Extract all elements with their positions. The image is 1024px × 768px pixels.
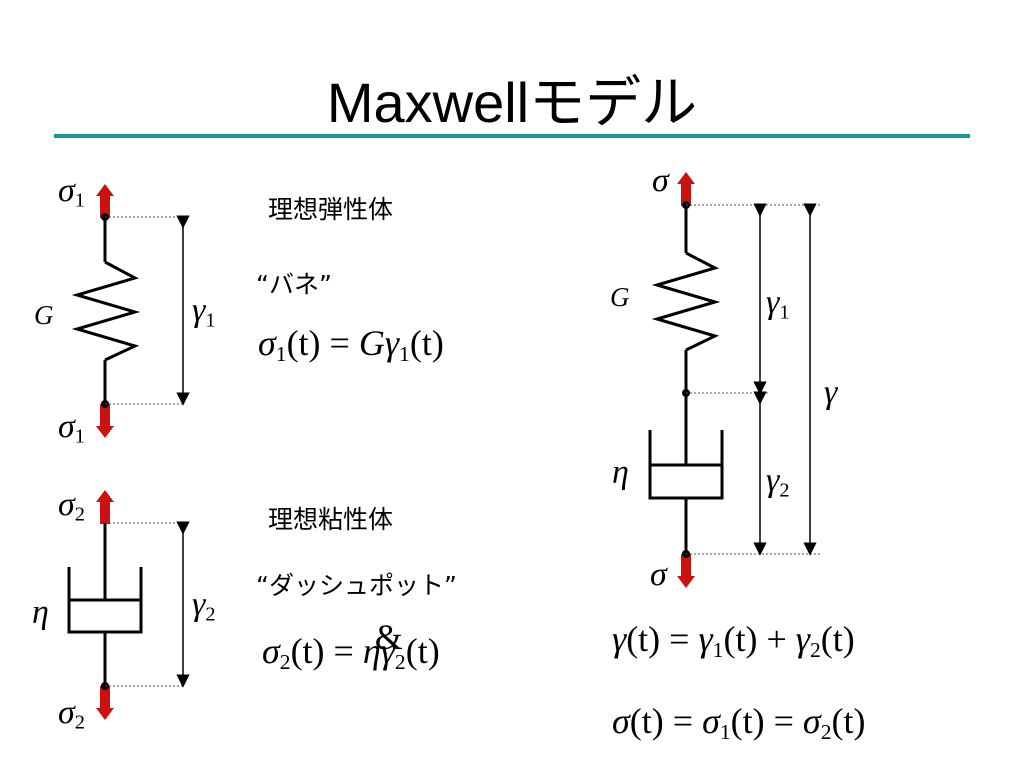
maxwell-stress-equation: σ(t) = σ1(t) = σ2(t)	[612, 701, 866, 745]
slide-title: Maxwellモデル	[326, 71, 698, 134]
maxwell-stress-bottom-label: σ	[650, 556, 667, 593]
spring-coil	[651, 251, 721, 352]
maxwell-element	[648, 172, 820, 588]
dashpot-element	[67, 490, 190, 720]
spring-stress-bottom-label: σ1	[58, 408, 85, 448]
maxwell-total-strain-label: γ	[824, 374, 838, 411]
stress-arrow-down	[96, 404, 114, 438]
maxwell-stress-top-label: σ	[652, 162, 669, 199]
spring-modulus-label: G	[34, 300, 54, 330]
spring-strain-label: γ1	[192, 292, 216, 332]
maxwell-strain-equation: γ(t) = γ1(t) + γ2(t)	[612, 619, 855, 663]
stress-arrow-up	[96, 184, 114, 218]
dashpot-nickname: “ダッシュポット”	[256, 571, 457, 600]
dashpot-stress-top-label: σ2	[58, 486, 85, 526]
spring-stress-top-label: σ1	[58, 172, 85, 212]
viscous-heading: 理想粘性体	[268, 505, 394, 534]
spring-element	[71, 184, 190, 438]
spring-nickname: “バネ”	[256, 270, 332, 299]
stress-arrow-down	[677, 554, 695, 588]
maxwell-viscosity-label: η	[612, 454, 629, 491]
dashpot-viscosity-label: η	[32, 594, 49, 631]
dashpot-equation: σ2(t) = ηγ&2(t)	[262, 617, 440, 675]
spring-coil	[71, 260, 141, 362]
dashpot-strain-label: γ2	[192, 586, 216, 626]
maxwell-modulus-label: G	[610, 282, 630, 312]
maxwell-strain2-label: γ2	[766, 462, 790, 502]
title-divider	[54, 134, 970, 138]
elastic-heading: 理想弾性体	[268, 195, 394, 224]
stress-arrow-up	[96, 490, 114, 524]
dashpot-stress-bottom-label: σ2	[58, 694, 85, 734]
spring-equation: σ1(t) = Gγ1(t)	[258, 323, 444, 367]
stress-arrow-up	[677, 172, 695, 206]
stress-arrow-down	[96, 686, 114, 720]
maxwell-strain1-label: γ1	[766, 284, 790, 324]
